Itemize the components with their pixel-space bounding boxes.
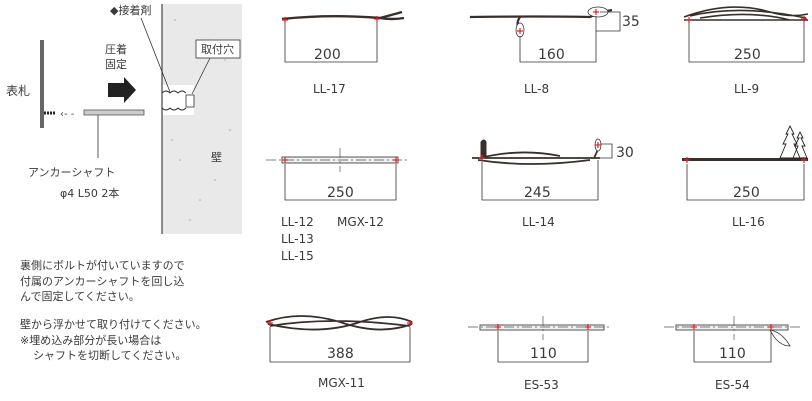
anchor-shaft-label: アンカーシャフト [28,166,115,179]
wall-label: 壁 [211,150,222,164]
dashed-arrow-icon: ‹- - [60,109,75,120]
dimension-value: 160 [538,47,565,63]
dimension-value: 250 [327,185,354,201]
dimension-value: 245 [524,185,551,201]
note-line: 裏側にボルトが付いていますので [20,258,185,272]
anchor-shaft-spec: φ4 L50 2本 [60,186,119,200]
tree-icon [779,124,808,159]
height-value: 30 [616,145,634,161]
model-ll-12: 250 LL-12 MGX-12 LL-13 LL-15 [266,148,410,263]
model-name: LL-13 [281,232,314,246]
installation-diagram: 表札 ‹- - アンカーシャフト φ4 L50 2本 圧着 固定 ◆接着剤 取付… [6,3,242,234]
press-arrow-icon [108,77,136,103]
note-line: ※埋め込み部分が長い場合は [20,333,161,347]
dimension-value: 200 [314,47,341,63]
press-label: 圧着 [105,42,127,56]
model-es-54: 110 ES-54 [664,316,800,392]
note-line: 壁から浮かせて取り付けてください。 [20,317,207,331]
model-name: LL-17 [313,82,346,96]
fix-label: 固定 [105,57,127,71]
height-value: 35 [622,14,640,30]
dimension-value: 250 [734,47,761,63]
dimension-value: 250 [733,185,760,201]
note-line: 付属のアンカーシャフトを回し込 [20,275,184,288]
note-line: シャフトを切断してください。 [33,348,186,362]
mounting-hole-label: 取付穴 [201,42,234,56]
note-line: んで固定してください。 [20,289,140,303]
model-name: LL-12 [281,215,314,229]
leaf-icon [769,329,791,347]
model-name: ES-54 [715,378,750,392]
model-ll-8: 35 160 LL-8 [469,6,640,96]
model-name: LL-9 [734,82,759,96]
model-name: LL-8 [524,82,549,96]
model-ll-16: 250 LL-16 [682,124,808,229]
nameplate-shape [40,40,44,128]
nameplate-label: 表札 [6,84,30,98]
dimension-value: 110 [530,346,557,362]
instruction-notes: 裏側にボルトが付いていますので 付属のアンカーシャフトを回し込 んで固定してくだ… [20,258,207,362]
dimension-value: 110 [719,346,746,362]
model-name: LL-15 [281,249,314,263]
model-ll-14: 30 245 LL-14 [472,138,634,229]
dimension-value: 388 [327,346,354,362]
model-name: LL-16 [732,215,765,229]
model-es-53: 110 ES-53 [468,316,612,392]
model-name: MGX-12 [337,215,384,229]
wall-shape [162,4,242,234]
model-ll-17: 200 LL-17 [281,10,405,96]
model-mgx-11: 388 MGX-11 [265,315,413,390]
model-name: LL-14 [522,215,555,229]
model-ll-9: 250 LL-9 [683,6,809,96]
anchor-shaft-shape [83,109,145,116]
adhesive-shape [161,90,187,111]
model-name: MGX-11 [318,376,365,390]
adhesive-label: ◆接着剤 [110,3,151,17]
model-name: ES-53 [524,378,559,392]
